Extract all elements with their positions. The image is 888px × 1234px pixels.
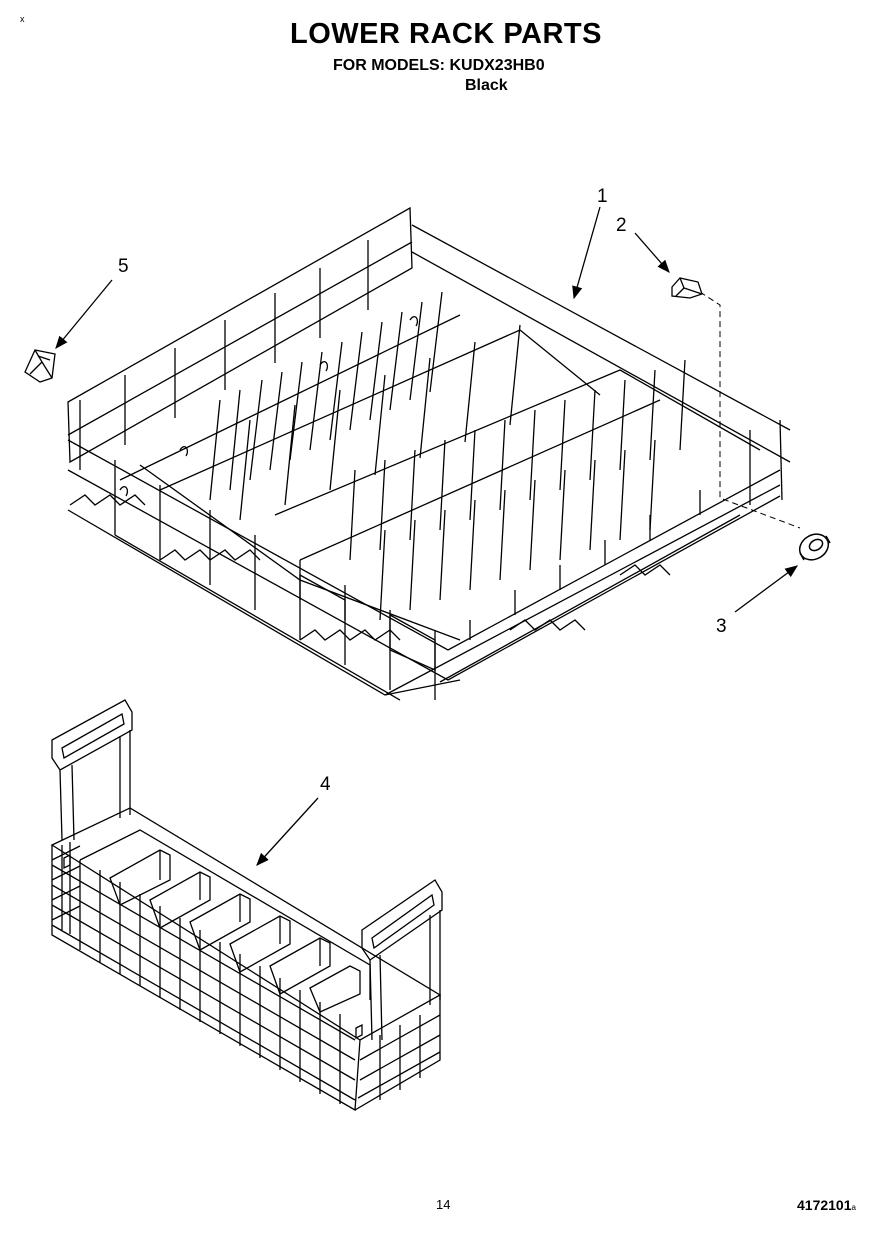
title-text: LOWER RACK PARTS [290, 18, 602, 50]
callout-arrows [55, 206, 799, 866]
model-variant: Black [465, 77, 508, 94]
page-title: LOWER RACK PARTS [0, 18, 888, 51]
document-number: 4172101a [797, 1197, 856, 1213]
clip-part [24, 349, 56, 383]
models-line: FOR MODELS: KUDX23HB0 [333, 57, 545, 75]
lower-rack-drawing [67, 206, 791, 701]
corner-mark: x [20, 14, 25, 24]
callout-4: 4 [320, 774, 331, 795]
leader-3 [734, 565, 799, 613]
leader-5 [55, 279, 113, 350]
roller-clip-part [671, 277, 703, 299]
callout-2: 2 [616, 215, 627, 236]
model-number: KUDX23HB0 [449, 57, 545, 74]
document-number-value: 4172101 [797, 1197, 852, 1213]
page-number: 14 [436, 1197, 451, 1212]
callout-5: 5 [118, 256, 129, 277]
leader-1 [572, 206, 601, 300]
models-prefix: FOR MODELS: [333, 57, 445, 74]
callout-1: 1 [597, 186, 608, 207]
assembly-dashed-line [699, 291, 801, 529]
callout-3: 3 [716, 616, 727, 637]
wheel-part [798, 533, 831, 561]
document-suffix: a [851, 1203, 856, 1212]
leader-4 [256, 797, 319, 866]
silverware-basket-drawing [50, 699, 443, 1112]
leader-2 [634, 232, 670, 273]
